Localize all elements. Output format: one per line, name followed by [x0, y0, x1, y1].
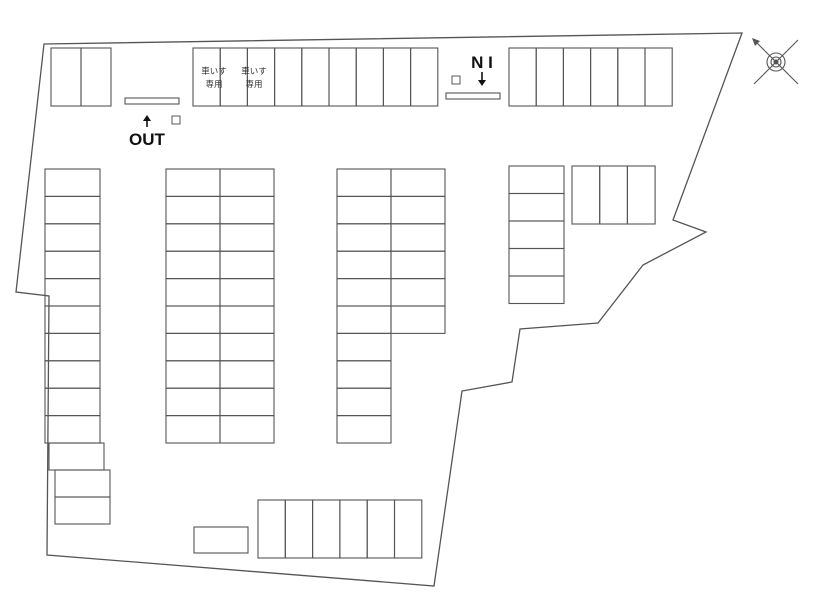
- parking-stall: [599, 165, 628, 225]
- gate-box-icon: [451, 75, 461, 85]
- parking-stall: [571, 165, 601, 225]
- parking-stall: [617, 47, 646, 107]
- parking-stall: [54, 496, 111, 525]
- parking-stall: [44, 305, 101, 334]
- parking-stall: [336, 278, 392, 307]
- wheelchair-label-1b: 専用: [205, 79, 222, 90]
- parking-stall: [192, 47, 221, 107]
- parking-stall: [44, 332, 101, 362]
- parking-stall: [165, 168, 221, 197]
- parking-stall: [508, 247, 565, 277]
- bottom-structure: [193, 526, 249, 554]
- parking-stall: [336, 305, 392, 334]
- parking-stall: [44, 168, 101, 197]
- parking-stall: [219, 195, 275, 225]
- exit-label: OUT: [129, 130, 166, 149]
- parking-stall: [336, 360, 392, 389]
- gate-box-icon: [171, 115, 181, 125]
- parking-stall: [165, 195, 221, 225]
- parking-stall: [626, 165, 656, 225]
- parking-stall: [274, 47, 303, 107]
- parking-stall: [219, 415, 275, 444]
- parking-stall: [336, 250, 392, 280]
- parking-stall: [328, 47, 357, 107]
- exit-gate-bar: [124, 97, 180, 105]
- parking-stall: [312, 499, 341, 559]
- parking-stall: [390, 278, 446, 307]
- parking-stall: [44, 195, 101, 225]
- parking-stall: [339, 499, 368, 559]
- parking-stall: [165, 223, 221, 252]
- parking-stall: [257, 499, 286, 559]
- parking-stall: [219, 250, 275, 280]
- compass-icon: [752, 38, 799, 85]
- parking-stall: [382, 47, 412, 107]
- parking-stall: [80, 47, 112, 107]
- parking-stall: [390, 223, 446, 252]
- parking-stalls: [44, 47, 673, 559]
- parking-stall: [301, 47, 330, 107]
- parking-stall: [336, 415, 392, 444]
- parking-stall: [44, 278, 101, 307]
- parking-stall: [508, 192, 565, 222]
- parking-stall: [219, 278, 275, 307]
- parking-stall: [390, 305, 446, 334]
- parking-stall: [219, 47, 248, 107]
- parking-stall: [165, 278, 221, 307]
- parking-stall: [44, 250, 101, 280]
- lot-boundary: [15, 32, 743, 587]
- parking-stall: [366, 499, 396, 559]
- parking-stall: [562, 47, 592, 107]
- arrow-up-icon: [143, 115, 151, 127]
- parking-stall: [508, 47, 537, 107]
- parking-stall: [508, 165, 565, 195]
- parking-stall: [535, 47, 564, 107]
- parking-stall: [48, 442, 105, 471]
- parking-stall: [44, 415, 101, 444]
- parking-stall: [393, 499, 423, 559]
- parking-stall: [219, 332, 275, 362]
- parking-stall: [390, 250, 446, 280]
- parking-stall: [410, 47, 439, 107]
- parking-stall: [644, 47, 673, 107]
- parking-stall: [165, 360, 221, 389]
- entrance-gate-bar: [445, 92, 501, 100]
- parking-stall: [165, 305, 221, 334]
- parking-stall: [44, 360, 101, 389]
- wheelchair-label-1a: 車いす: [201, 66, 227, 77]
- parking-stall: [590, 47, 619, 107]
- parking-stall: [44, 387, 101, 417]
- wheelchair-label-2b: 専用: [245, 79, 262, 90]
- parking-stall: [54, 469, 111, 498]
- parking-stall: [246, 47, 276, 107]
- parking-stall: [336, 387, 392, 417]
- parking-stall: [165, 387, 221, 417]
- parking-stall: [219, 168, 275, 197]
- parking-stall: [219, 387, 275, 417]
- parking-stall: [44, 223, 101, 252]
- wheelchair-label-2a: 車いす: [241, 66, 267, 77]
- parking-stall: [336, 195, 392, 225]
- parking-stall: [219, 305, 275, 334]
- parking-stall: [336, 223, 392, 252]
- parking-stall: [336, 168, 392, 197]
- parking-stall: [165, 415, 221, 444]
- parking-stall: [355, 47, 384, 107]
- entrance-label: N I: [471, 53, 493, 72]
- parking-stall: [336, 332, 392, 362]
- parking-stall: [165, 332, 221, 362]
- parking-stall: [390, 195, 446, 225]
- parking-stall: [390, 168, 446, 197]
- parking-stall: [219, 223, 275, 252]
- parking-stall: [508, 275, 565, 305]
- parking-stall: [508, 220, 565, 250]
- parking-stall: [219, 360, 275, 389]
- parking-stall: [50, 47, 82, 107]
- parking-stall: [284, 499, 314, 559]
- arrow-down-icon: [478, 72, 486, 86]
- parking-stall: [165, 250, 221, 280]
